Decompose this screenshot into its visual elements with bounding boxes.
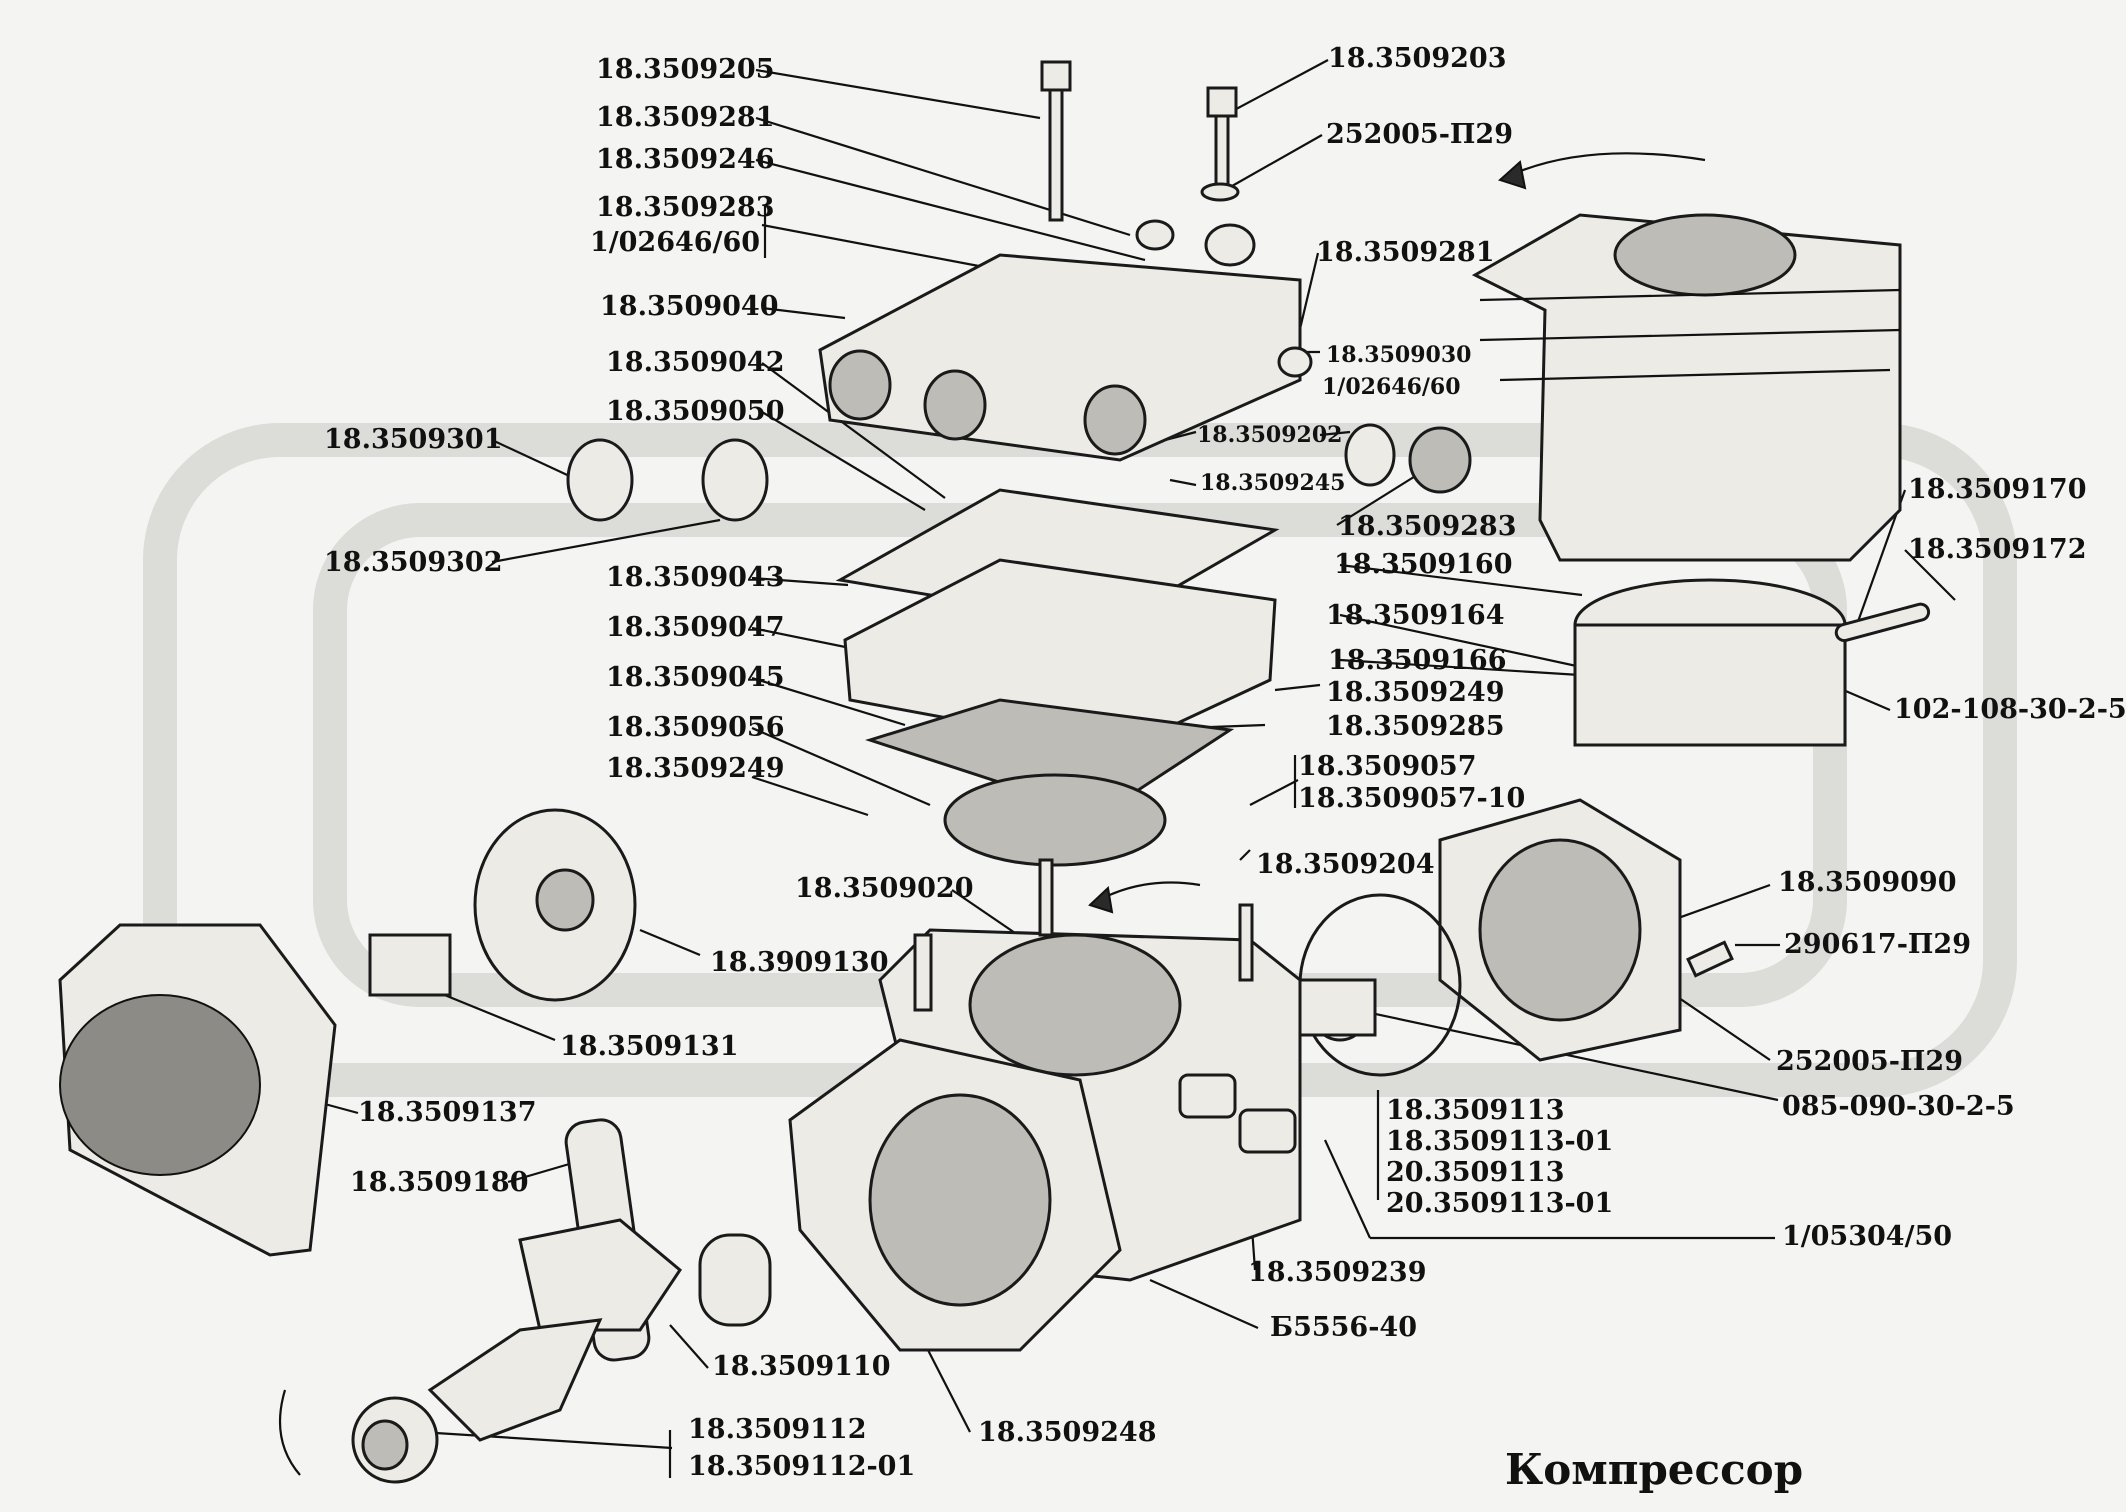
- callout-label: 18.3509113-01: [1386, 1126, 1614, 1157]
- callout-label: 18.3509112-01: [688, 1451, 916, 1482]
- callout-label: 18.3509302: [324, 547, 503, 578]
- callout-label: 18.3509045: [606, 662, 785, 693]
- callout-label: 18.3509110: [712, 1351, 891, 1382]
- callout-label: 18.3509285: [1326, 711, 1505, 742]
- callout-label: 18.3509246: [596, 144, 775, 175]
- callout-label: 18.3509160: [1334, 549, 1513, 580]
- callout-label: 18.3509050: [606, 396, 785, 427]
- callout-label: Б5556-40: [1270, 1312, 1417, 1343]
- callout-label: 252005-П29: [1326, 119, 1513, 150]
- callout-label: 18.3509047: [606, 612, 785, 643]
- leader-lines: [309, 59, 1956, 1478]
- callout-label: 18.3509202: [1197, 422, 1343, 448]
- callout-label: 18.3509030: [1326, 342, 1472, 368]
- callout-label: 18.3509248: [978, 1417, 1157, 1448]
- callout-label: 290617-П29: [1784, 929, 1971, 960]
- callout-label: 18.3509057-10: [1298, 783, 1526, 814]
- callout-label: 18.3509113: [1386, 1095, 1565, 1126]
- callout-label: 18.3509283: [596, 192, 775, 223]
- callout-label: 1/02646/60: [1322, 374, 1461, 400]
- callout-label: 1/02646/60: [590, 227, 761, 258]
- callout-label: 18.3509057: [1298, 751, 1477, 782]
- callout-label: 18.3509205: [596, 54, 775, 85]
- callout-label: 18.3509249: [606, 753, 785, 784]
- page-title: Компрессор: [1505, 1445, 1804, 1494]
- callout-label: 18.3509172: [1908, 534, 2087, 565]
- callout-label: 18.3509042: [606, 347, 785, 378]
- callout-label: 18.3509043: [606, 562, 785, 593]
- callout-label: 18.3509164: [1326, 600, 1505, 631]
- callout-label: 102-108-30-2-5: [1894, 694, 2126, 725]
- callout-label: 18.3509112: [688, 1414, 867, 1445]
- callout-label: 18.3509283: [1338, 511, 1517, 542]
- callout-label: 252005-П29: [1776, 1046, 1963, 1077]
- callout-label: 18.3509137: [358, 1097, 537, 1128]
- callout-label: 18.3509131: [560, 1031, 739, 1062]
- callout-label: 18.3509249: [1326, 677, 1505, 708]
- callout-label: 18.3509020: [795, 873, 974, 904]
- callout-label: 18.3509166: [1328, 645, 1507, 676]
- parts: [58, 60, 1931, 1484]
- callout-label: 18.3509090: [1778, 867, 1957, 898]
- callout-label: 18.3509301: [324, 424, 503, 455]
- callout-label: 18.3509204: [1256, 849, 1435, 880]
- callout-label: 18.3509180: [350, 1167, 529, 1198]
- callout-label: 18.3509281: [596, 102, 775, 133]
- callout-label: 18.3909130: [710, 947, 889, 978]
- callout-label: 18.3509056: [606, 712, 785, 743]
- callout-label: 18.3509239: [1248, 1257, 1427, 1288]
- callout-label: 18.3509245: [1200, 470, 1346, 496]
- callout-label: 18.3509040: [600, 291, 779, 322]
- callout-label: 18.3509203: [1328, 43, 1507, 74]
- callout-label: 18.3509281: [1316, 237, 1495, 268]
- callout-label: 20.3509113: [1386, 1157, 1565, 1188]
- callout-label: 085-090-30-2-5: [1782, 1091, 2015, 1122]
- callout-label: 20.3509113-01: [1386, 1188, 1614, 1219]
- callout-label: 1/05304/50: [1782, 1221, 1953, 1252]
- callout-label: 18.3509170: [1908, 474, 2087, 505]
